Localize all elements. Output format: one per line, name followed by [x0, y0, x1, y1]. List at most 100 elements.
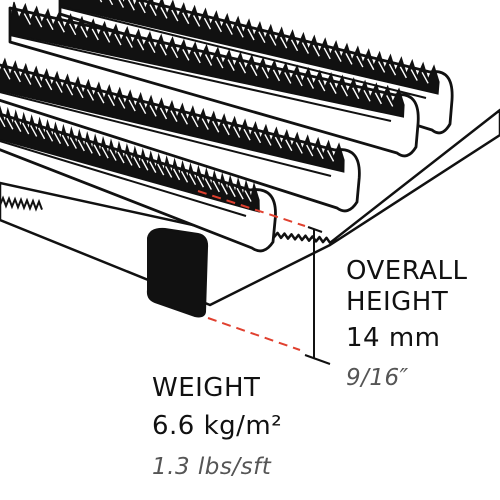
- rib-tooth-highlight: [212, 120, 220, 133]
- dimension-top-tick: [307, 226, 323, 233]
- mat-rib: [8, 1, 420, 158]
- rib-tooth-highlight: [250, 64, 258, 77]
- rib-tooth-highlight: [352, 87, 360, 100]
- rib-tooth-highlight: [45, 129, 54, 142]
- rib-tooth-highlight: [363, 89, 371, 102]
- rib-tooth-highlight: [323, 47, 331, 60]
- rib-tooth-highlight: [69, 137, 77, 149]
- rib-tooth-highlight: [295, 74, 303, 87]
- rib-tooth-highlight: [377, 61, 386, 73]
- mat-cross-section: [0, 0, 500, 318]
- rib-tooth-highlight: [109, 149, 117, 161]
- rib-tooth-highlight: [295, 142, 303, 154]
- rib-tooth-highlight: [109, 0, 114, 6]
- rib-tooth-highlight: [53, 132, 62, 145]
- rib-tooth-highlight: [188, 173, 197, 186]
- weight-label: WEIGHT: [152, 373, 261, 403]
- rib-groove-line: [9, 34, 392, 122]
- mat-base-serration: [0, 195, 43, 212]
- rib-tooth-highlight: [386, 95, 394, 107]
- rib-tooth-highlight: [22, 122, 30, 135]
- rib-tooth-highlight: [114, 33, 122, 46]
- mat-rib: [0, 105, 277, 253]
- rib-tooth-highlight: [201, 118, 209, 130]
- rib-tooth-highlight: [149, 4, 157, 16]
- rib-tooth-highlight: [14, 120, 22, 132]
- rib-tooth-highlight: [204, 178, 212, 190]
- rib-tooth-highlight: [99, 0, 103, 3]
- rib-tooth-highlight: [236, 187, 244, 200]
- rib-tooth-highlight: [192, 15, 201, 27]
- rib-groove-line: [0, 140, 247, 217]
- rib-tooth-highlight: [128, 99, 136, 112]
- rib-grip-teeth: [0, 105, 260, 213]
- rib-tooth-highlight: [159, 107, 168, 120]
- rib-tooth-highlight: [236, 25, 244, 38]
- rib-grip-teeth: [59, 0, 440, 95]
- rib-tooth-highlight: [203, 17, 212, 30]
- rib-tooth-highlight: [340, 84, 348, 97]
- rib-tooth-highlight: [182, 12, 190, 25]
- rib-tooth-highlight: [35, 15, 43, 28]
- rib-tooth-highlight: [45, 78, 53, 91]
- rib-tooth-highlight: [247, 28, 255, 41]
- rib-tooth-highlight: [258, 31, 266, 44]
- rib-tooth-highlight: [274, 136, 282, 149]
- rib-tooth-highlight: [141, 158, 149, 171]
- overall-height-label-line2: HEIGHT: [346, 287, 449, 317]
- rib-tooth-highlight: [165, 166, 173, 178]
- rib-tooth-highlight: [118, 0, 125, 8]
- rib-tooth-highlight: [374, 92, 382, 105]
- rib-tooth-highlight: [93, 144, 101, 157]
- rib-tooth-highlight: [334, 50, 342, 62]
- rib-tooth-highlight: [280, 36, 288, 49]
- rib-tooth-highlight: [180, 112, 188, 125]
- rib-tooth-highlight: [410, 69, 418, 81]
- rib-tooth-highlight: [312, 44, 320, 57]
- rib-tooth-highlight: [85, 142, 93, 154]
- rib-tooth-highlight: [196, 175, 205, 188]
- rib-tooth-highlight: [216, 56, 224, 69]
- rib-tooth-highlight: [399, 66, 407, 79]
- rib-tooth-highlight: [80, 26, 88, 38]
- rib-tooth-highlight: [37, 127, 46, 140]
- rib-tooth-highlight: [193, 51, 201, 64]
- rib-tooth-highlight: [367, 58, 375, 71]
- rib-tooth-highlight: [290, 39, 299, 52]
- rib-tooth-highlight: [160, 7, 168, 19]
- weight-metric-value: 6.6 kg/m²: [152, 411, 283, 441]
- rib-tooth-highlight: [170, 110, 178, 122]
- rib-tooth-highlight: [76, 86, 84, 99]
- rib-tooth-highlight: [127, 0, 135, 11]
- rib-tooth-highlight: [46, 18, 54, 31]
- rib-tooth-highlight: [421, 71, 429, 84]
- rib-tooth-highlight: [227, 59, 235, 71]
- rib-tooth-highlight: [0, 116, 6, 128]
- rib-tooth-highlight: [172, 168, 181, 181]
- rib-tooth-highlight: [326, 150, 335, 162]
- rib-tooth-highlight: [212, 180, 220, 193]
- rib-tooth-highlight: [6, 117, 14, 130]
- rib-tooth-highlight: [356, 55, 364, 68]
- rib-tooth-highlight: [125, 154, 133, 166]
- rib-tooth-highlight: [301, 42, 310, 54]
- rib-tooth-highlight: [171, 9, 179, 22]
- mat-support-foot: [146, 227, 209, 318]
- rib-tooth-highlight: [388, 63, 397, 76]
- rib-tooth-highlight: [91, 28, 99, 41]
- rib-tooth-highlight: [329, 82, 337, 94]
- rib-tooth-highlight: [232, 126, 241, 138]
- rib-tooth-highlight: [138, 1, 146, 14]
- rib-tooth-highlight: [243, 128, 251, 141]
- rib-tooth-highlight: [272, 69, 281, 82]
- rib-tooth-highlight: [318, 79, 326, 92]
- rib-tooth-highlight: [182, 49, 190, 61]
- bottom-leader-dashed-line: [207, 317, 301, 351]
- rib-tooth-highlight: [61, 134, 70, 147]
- rib-tooth-highlight: [102, 31, 111, 43]
- rib-tooth-highlight: [77, 139, 85, 152]
- rib-tooth-highlight: [136, 38, 145, 51]
- rib-tooth-highlight: [30, 125, 38, 137]
- rib-tooth-highlight: [228, 185, 236, 198]
